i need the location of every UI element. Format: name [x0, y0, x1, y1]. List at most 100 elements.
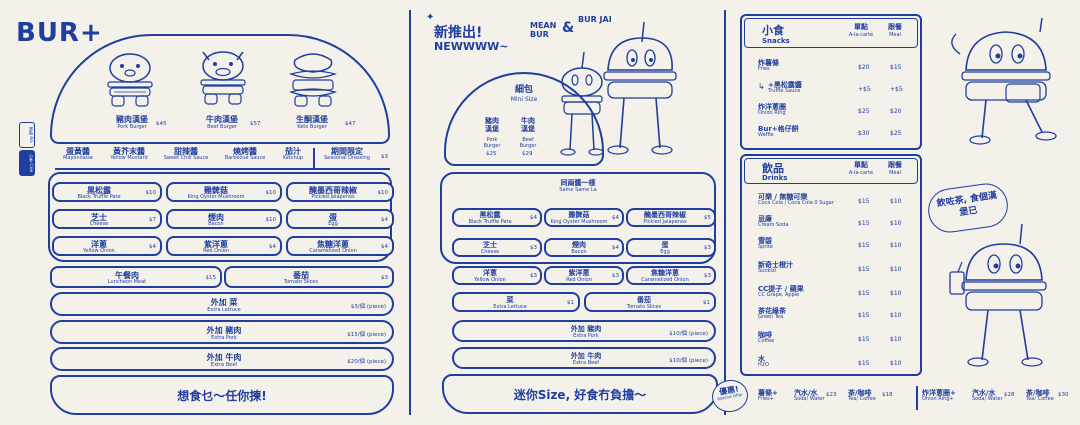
fries-price-meal: $15	[890, 64, 902, 71]
bur-jai-mascot	[600, 20, 680, 164]
coke-price-meal: $10	[890, 198, 902, 205]
snacks-box	[740, 14, 922, 150]
divider-1	[409, 10, 411, 415]
mini-extra-beef[interactable]: 外加 牛肉 Extra Beef $10/個 (piece)	[452, 347, 716, 369]
water-price-single: $15	[858, 360, 870, 367]
drinks-col-meal-en: Meal	[889, 170, 901, 176]
eating-burger-mascot	[942, 14, 1072, 156]
ampersand-label: &	[562, 20, 575, 36]
mean-bur-mascot	[552, 50, 612, 164]
truffle-price-single: +$5	[858, 86, 871, 93]
mini-bottom-bun-slogan: 迷你Size, 好食冇負擔～	[442, 374, 718, 414]
coffee-price-meal: $10	[890, 336, 902, 343]
mini-topping-king-oyster[interactable]: 雞髀菇 King Oyster Mushroom $4	[544, 208, 624, 227]
pig-burger-character	[100, 46, 160, 112]
mini-topping-red-onion[interactable]: 紫洋蔥 Red Onion $3	[544, 266, 624, 285]
drinks-col-single-en: A-la-carte	[848, 170, 874, 176]
topping-luncheon-meat[interactable]: 午餐肉 Luncheon Meat $15	[50, 266, 222, 288]
onion-ring-price-single: $25	[858, 108, 870, 115]
beef-burger-name: 牛肉漢堡	[206, 115, 238, 124]
mini-pork-price: $25	[486, 151, 497, 157]
drinks-box	[740, 154, 922, 376]
mini-topping-egg[interactable]: 蛋 Egg $3	[626, 238, 716, 257]
topping-caramelized-onion[interactable]: 焦糖洋蔥 Caramelized Onion $4	[286, 236, 394, 256]
cream-soda-price-meal: $10	[890, 220, 902, 227]
drinks-col-single: 單點	[854, 161, 868, 169]
topping-black-truffle[interactable]: 黑松露 Black Truffle Pate $10	[52, 182, 162, 202]
cc-price-meal: $10	[890, 290, 902, 297]
mini-extra-pork[interactable]: 外加 豬肉 Extra Pork $10/個 (piece)	[452, 320, 716, 342]
brand-logo: BUR+	[16, 18, 103, 48]
mini-topping-jalapenos[interactable]: 醃墨西哥辣椒 Pickled Jalapenos $5	[626, 208, 716, 227]
mini-topping-bacon[interactable]: 煙肉 Bacon $4	[544, 238, 624, 257]
main-burger-panel: BUR+ 單點 Ala 小食 Cale 豬肉漢堡 Pork Burger $45	[0, 0, 405, 425]
new-subtitle: NEWWWW~	[434, 40, 509, 53]
cc-price-single: $15	[858, 290, 870, 297]
snacks-col-single-en: A-la-carte	[848, 32, 874, 38]
snacks-subtitle: Snacks	[762, 37, 790, 45]
beef-burger-en: Beef Burger	[207, 124, 237, 130]
same-sauce-subtitle: Same Same La	[559, 187, 597, 193]
mini-topping-yellow-onion[interactable]: 洋蔥 Yellow Onion $3	[452, 266, 542, 285]
mini-extra-tomato[interactable]: 番茄 Tomato Slices $1	[584, 292, 716, 312]
mini-size-subtitle: Mini Size	[510, 96, 538, 103]
mini-topping-caramelized-onion[interactable]: 焦糖洋蔥 Caramelized Onion $3	[626, 266, 716, 285]
drinks-title: 飲品	[762, 162, 784, 175]
topping-cheese[interactable]: 芝士 Cheese $7	[52, 209, 162, 229]
pork-burger-name: 豬肉漢堡	[116, 115, 148, 124]
topping-tomato[interactable]: 番茄 Tomato Slices $3	[224, 266, 394, 288]
coffee-price-single: $15	[858, 336, 870, 343]
drinking-burger-mascot	[948, 222, 1058, 378]
divider-2	[724, 10, 726, 415]
mini-extra-lettuce[interactable]: 菜 Extra Lettuce $1	[452, 292, 580, 312]
mini-topping-cheese[interactable]: 芝士 Cheese $3	[452, 238, 542, 257]
topping-jalapenos[interactable]: 醃墨西哥辣椒 Pickled Jalapenos $10	[286, 182, 394, 202]
side-tab-ala-carte[interactable]: 單點 Ala	[19, 122, 35, 148]
mini-topping-black-truffle[interactable]: 黑松露 Black Truffle Pate $4	[452, 208, 542, 227]
topping-egg[interactable]: 蛋 Egg $4	[286, 209, 394, 229]
extra-pork[interactable]: 外加 豬肉 Extra Pork $15/個 (piece)	[50, 320, 394, 344]
green-tea-price-single: $15	[858, 312, 870, 319]
side-tab-snacks[interactable]: 小食 Cale	[19, 150, 35, 176]
mean-bur-label: MEAN BUR	[530, 21, 557, 39]
mini-beef-en: Beef Burger	[519, 137, 537, 149]
topping-yellow-onion[interactable]: 洋蔥 Yellow Onion $4	[52, 236, 162, 256]
extra-lettuce[interactable]: 外加 菜 Extra Lettuce $3/個 (piece)	[50, 292, 394, 316]
coke-price-single: $15	[858, 198, 870, 205]
topping-king-oyster[interactable]: 雞髀菇 King Oyster Mushroom $10	[166, 182, 282, 202]
topping-red-onion[interactable]: 紫洋蔥 Red Onion $4	[166, 236, 282, 256]
extra-beef[interactable]: 外加 牛肉 Extra Beef $20/個 (piece)	[50, 347, 394, 371]
mini-beef-price: $29	[522, 151, 533, 157]
cow-burger-character	[193, 42, 253, 112]
waffle-price-meal: $25	[890, 130, 902, 137]
drinks-header	[744, 158, 918, 184]
mini-pork-en: Pork Burger	[483, 137, 501, 149]
keto-burger-character	[283, 48, 343, 112]
same-sauce-title: 同兩醬一樣	[560, 179, 596, 187]
topping-bacon[interactable]: 煙肉 Bacon $10	[166, 209, 282, 229]
sprite-price-single: $15	[858, 242, 870, 249]
